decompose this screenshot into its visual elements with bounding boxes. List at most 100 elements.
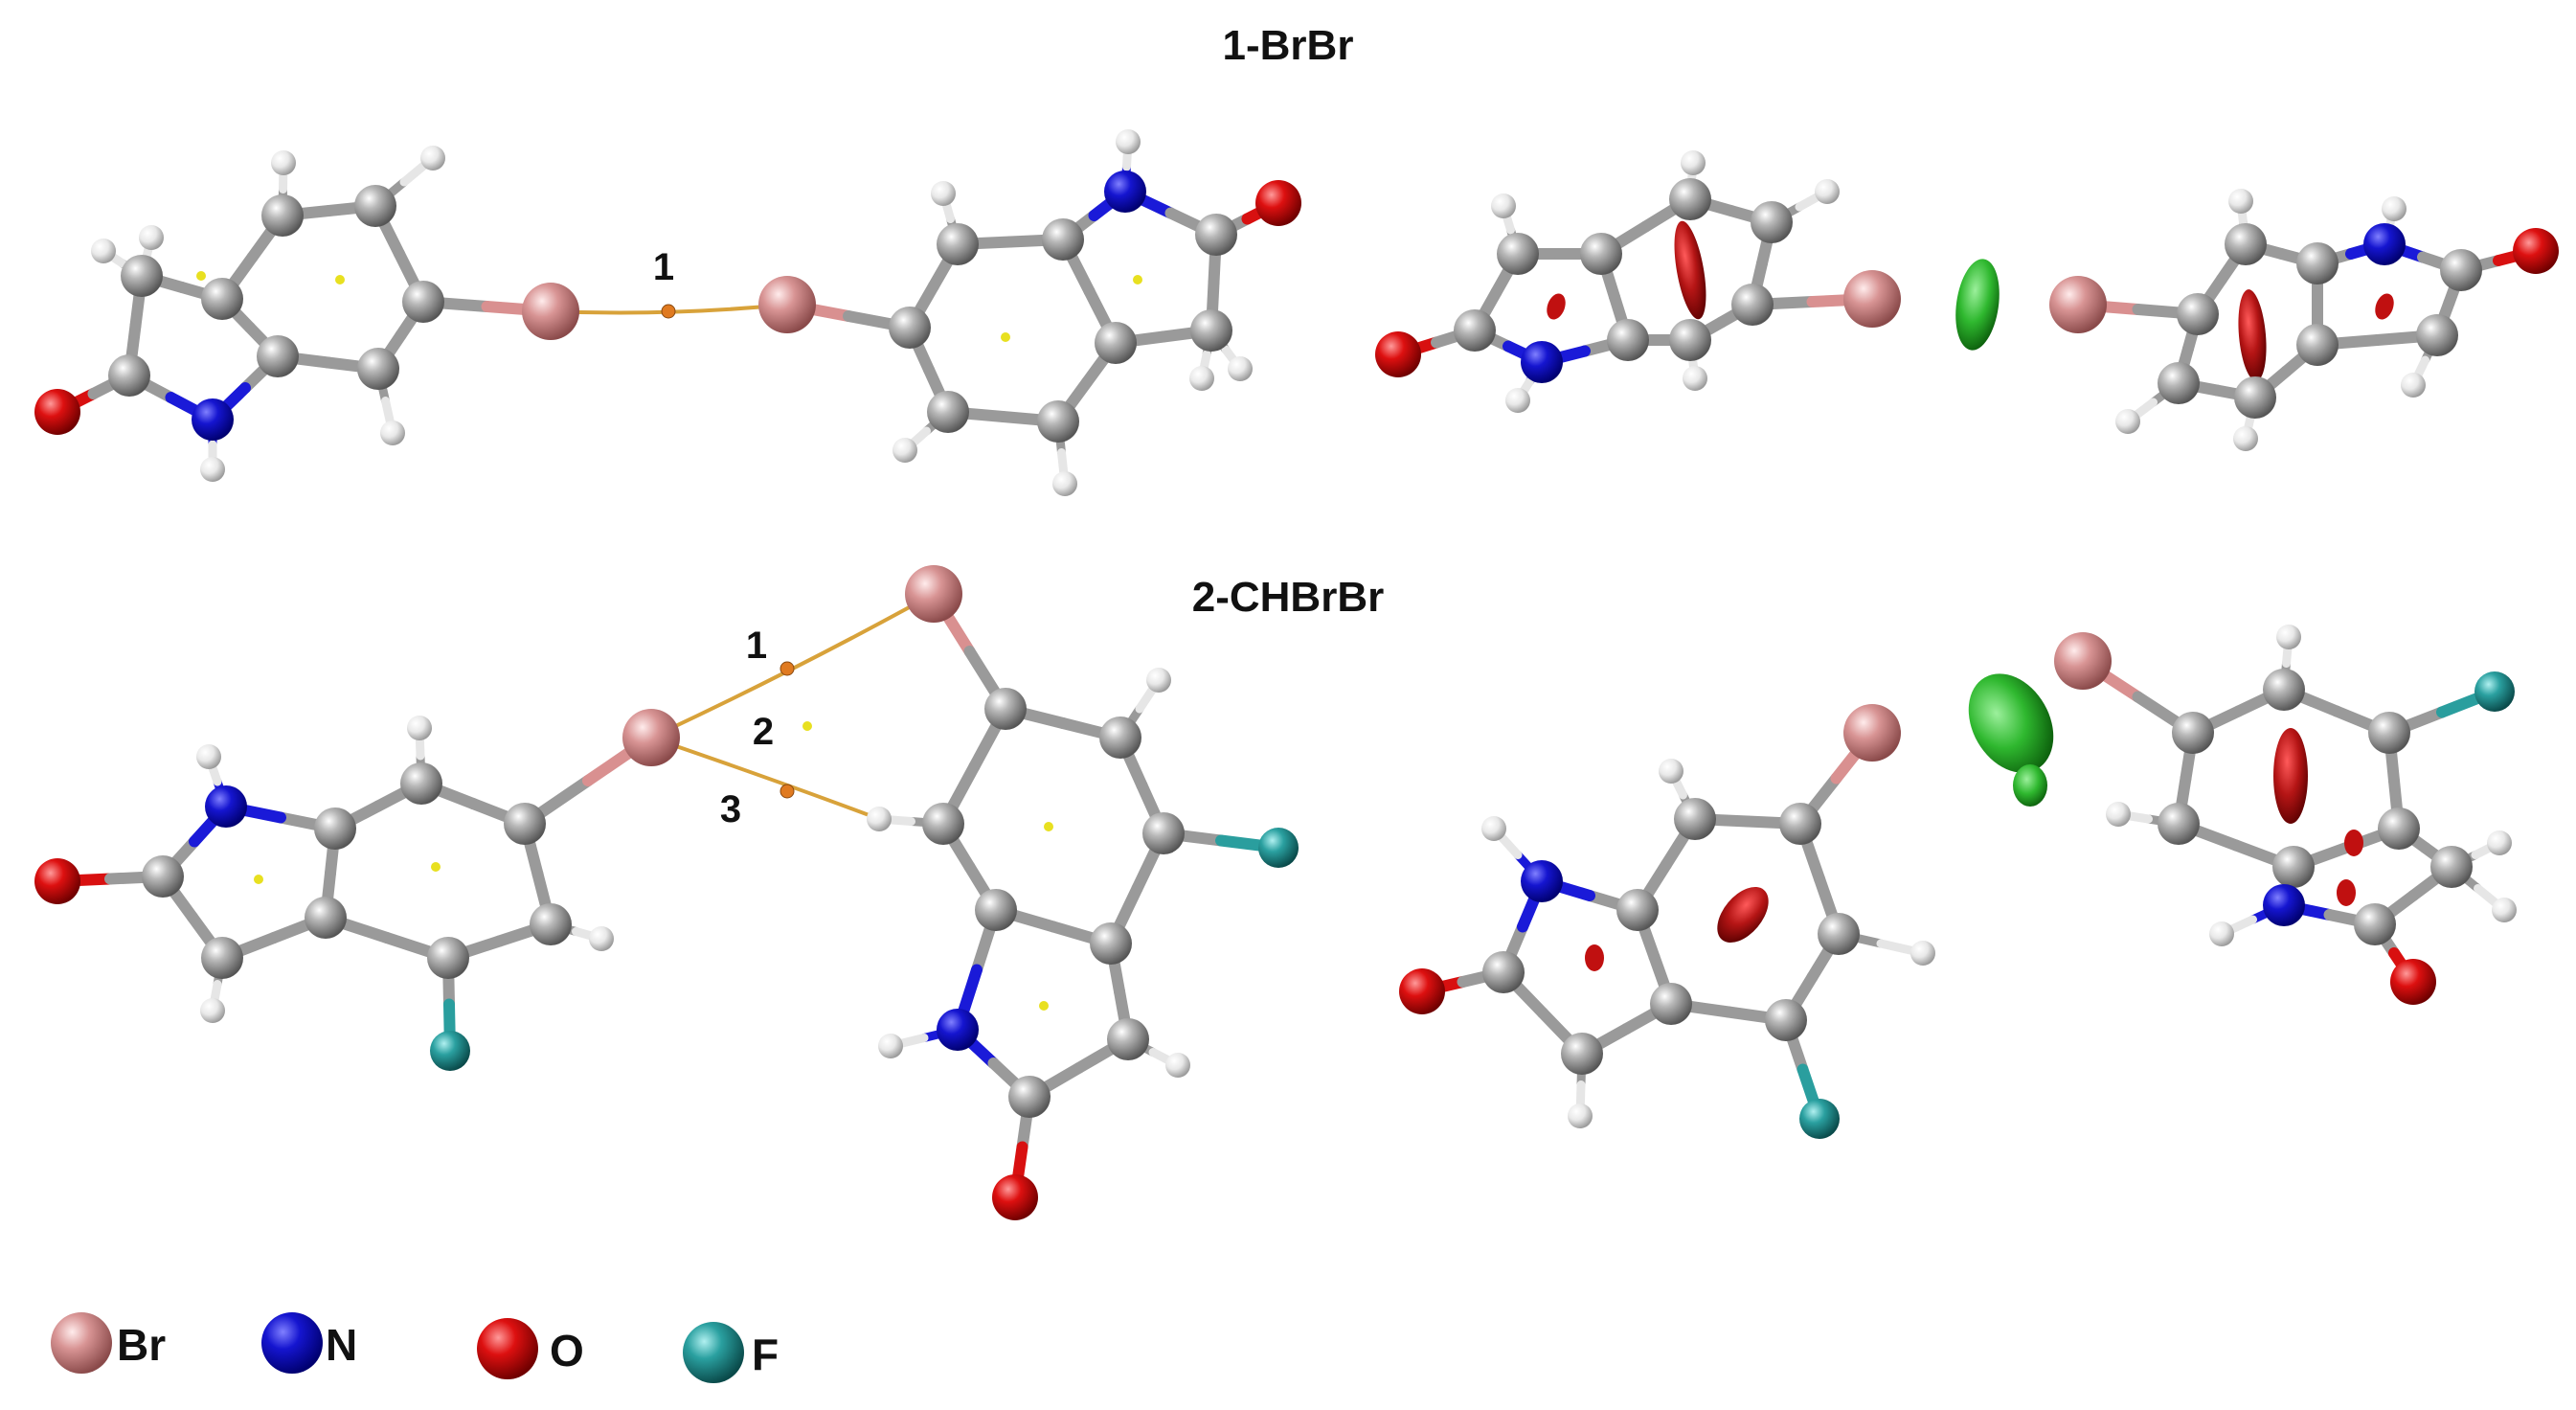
- carbon-atom: [2430, 846, 2473, 888]
- bond-critical-point: [780, 661, 795, 676]
- hydrogen-atom: [878, 1034, 903, 1058]
- nitrogen-atom: [2363, 223, 2406, 265]
- oxygen-atom: [1399, 968, 1445, 1014]
- carbon-atom: [1195, 214, 1237, 256]
- nitrogen-atom: [937, 1009, 979, 1051]
- carbon-atom: [357, 348, 399, 390]
- carbon-atom: [1042, 218, 1084, 261]
- bromine-atom: [758, 276, 816, 333]
- bromine-atom: [1843, 704, 1901, 762]
- carbon-atom: [1818, 913, 1860, 955]
- hydrogen-atom: [1910, 941, 1935, 966]
- carbon-atom: [1190, 309, 1232, 352]
- nci-repulsive-disk: [1547, 293, 1566, 320]
- hydrogen-atom: [196, 744, 221, 769]
- carbon-atom: [1099, 716, 1141, 759]
- hydrogen-atom: [1815, 179, 1840, 204]
- carbon-atom: [1751, 201, 1793, 243]
- carbon-atom: [354, 185, 396, 227]
- hydrogen-atom: [2492, 898, 2517, 922]
- carbon-atom: [1731, 284, 1774, 326]
- nitrogen-atom: [1521, 860, 1563, 902]
- carbon-atom: [305, 897, 347, 939]
- ring-critical-point: [1133, 275, 1142, 284]
- carbon-atom: [504, 803, 546, 845]
- ring-critical-point: [254, 875, 263, 884]
- bromine-atom: [2054, 632, 2112, 690]
- carbon-atom: [2272, 846, 2315, 888]
- carbon-atom: [889, 307, 931, 349]
- carbon-atom: [314, 807, 356, 850]
- carbon-atom: [2368, 712, 2410, 754]
- oxygen-atom: [2390, 959, 2436, 1005]
- hydrogen-atom: [91, 239, 116, 263]
- carbon-atom: [2225, 223, 2267, 265]
- carbon-atom: [2158, 362, 2200, 404]
- hydrogen-atom: [271, 150, 296, 175]
- ring-critical-point: [431, 862, 441, 872]
- bromine-atom-icon: [51, 1312, 112, 1374]
- ring-critical-point: [1044, 822, 1053, 831]
- hydrogen-atom: [1116, 129, 1141, 154]
- carbon-atom: [2416, 314, 2458, 356]
- nci-attractive-disk: [1955, 259, 2000, 351]
- carbon-atom: [1669, 178, 1711, 220]
- hydrogen-atom: [1165, 1053, 1190, 1078]
- bond-critical-point: [780, 784, 795, 799]
- oxygen-atom: [34, 858, 80, 904]
- carbon-atom: [530, 903, 572, 945]
- bromine-atom: [2049, 276, 2107, 333]
- carbon-atom: [1037, 400, 1079, 443]
- fluorine-atom: [1799, 1099, 1840, 1139]
- carbon-atom: [1580, 233, 1622, 275]
- carbon-atom: [1497, 233, 1539, 275]
- carbon-atom: [1008, 1076, 1051, 1118]
- hydrogen-atom: [2276, 625, 2301, 649]
- hydrogen-atom: [420, 146, 445, 171]
- nci-repulsive-disk: [2344, 830, 2363, 856]
- nci-repulsive-disk: [2337, 879, 2356, 906]
- hydrogen-atom: [1505, 388, 1530, 413]
- ring-critical-point: [1001, 332, 1010, 342]
- hydrogen-atom: [2233, 426, 2258, 451]
- hydrogen-atom: [1228, 356, 1253, 381]
- hydrogen-atom: [589, 926, 614, 951]
- carbon-atom: [975, 889, 1017, 931]
- bond-path: [650, 736, 880, 821]
- carbon-atom: [2354, 903, 2396, 945]
- bcp-label-bottom-2: 2: [753, 711, 774, 753]
- bromine-atom: [522, 283, 579, 340]
- carbon-atom: [400, 762, 442, 805]
- hydrogen-atom: [139, 225, 164, 250]
- carbon-atom: [1482, 951, 1525, 993]
- hydrogen-atom: [931, 181, 956, 206]
- bond-path-layer: [550, 303, 935, 821]
- hydrogen-atom: [407, 716, 432, 740]
- hydrogen-atom: [2209, 921, 2234, 946]
- carbon-atom: [1090, 922, 1132, 965]
- oxygen-atom: [1255, 180, 1301, 226]
- oxygen-atom: [34, 389, 80, 435]
- hydrogen-atom: [2115, 409, 2140, 434]
- carbon-atom: [2234, 376, 2276, 419]
- nci-repulsive-disk: [1674, 220, 1706, 320]
- bcp-label-bottom-1: 1: [746, 625, 767, 667]
- hydrogen-atom: [2382, 196, 2407, 221]
- carbon-atom: [1669, 319, 1711, 361]
- carbon-atom: [1095, 322, 1137, 364]
- hydrogen-atom: [1052, 471, 1077, 496]
- nitrogen-atom: [192, 398, 234, 441]
- carbon-atom: [1454, 309, 1496, 352]
- nci-repulsive-disk: [2273, 728, 2308, 824]
- carbon-atom: [2263, 669, 2305, 711]
- carbon-atom: [2296, 324, 2339, 366]
- nci-isosurface-layer: [1547, 220, 2394, 971]
- hydrogen-atom: [1659, 759, 1683, 784]
- carbon-atom: [201, 278, 243, 320]
- carbon-atom: [108, 354, 150, 397]
- oxygen-atom: [1375, 331, 1421, 377]
- oxygen-atom: [992, 1174, 1038, 1220]
- nitrogen-atom: [1104, 171, 1146, 213]
- legend-label-br: Br: [117, 1320, 166, 1370]
